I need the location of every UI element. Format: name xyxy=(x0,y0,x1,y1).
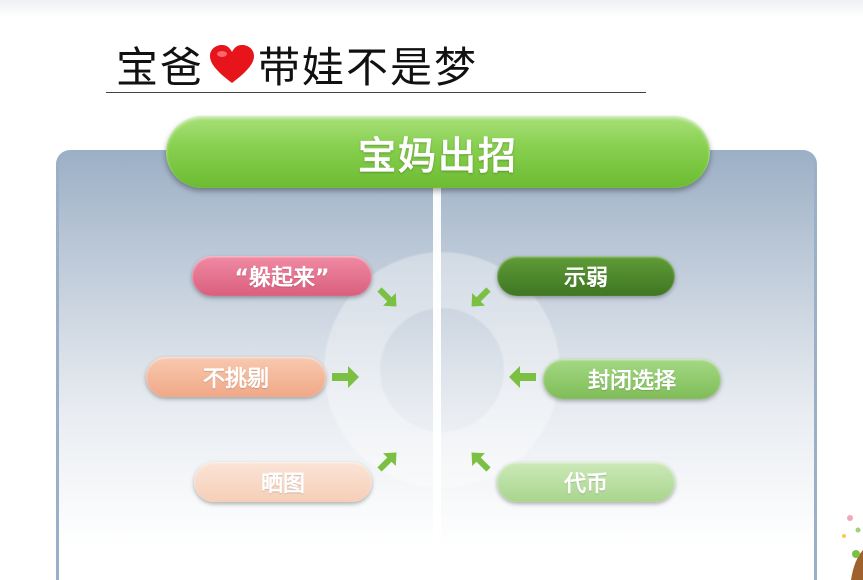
arrow-icon xyxy=(332,366,359,388)
title-underline xyxy=(106,92,646,93)
header-pill: 宝妈出招 xyxy=(166,116,710,188)
arrow-icon xyxy=(377,287,397,307)
arrow-icon xyxy=(509,366,536,388)
left-item-no-nitpick: 不挑剔 xyxy=(146,357,326,397)
right-item-show-weakness: 示弱 xyxy=(497,256,675,296)
top-strip xyxy=(0,0,863,18)
right-item-token: 代币 xyxy=(497,462,675,502)
left-item-share-photos: 晒图 xyxy=(194,462,372,502)
left-item-hide: “躲起来” xyxy=(192,256,372,296)
slide-title: 宝爸 带娃不是梦 xyxy=(116,34,478,95)
right-item-closed-choice: 封闭选择 xyxy=(543,359,721,399)
center-divider xyxy=(433,183,441,580)
title-part-2: 带娃不是梦 xyxy=(258,43,479,92)
heart-icon xyxy=(210,44,255,83)
arrow-icon xyxy=(377,452,397,472)
arrow-icon xyxy=(471,287,491,307)
title-part-1: 宝爸 xyxy=(116,43,205,92)
corner-decoration xyxy=(842,515,863,580)
arrow-icon xyxy=(471,452,491,472)
